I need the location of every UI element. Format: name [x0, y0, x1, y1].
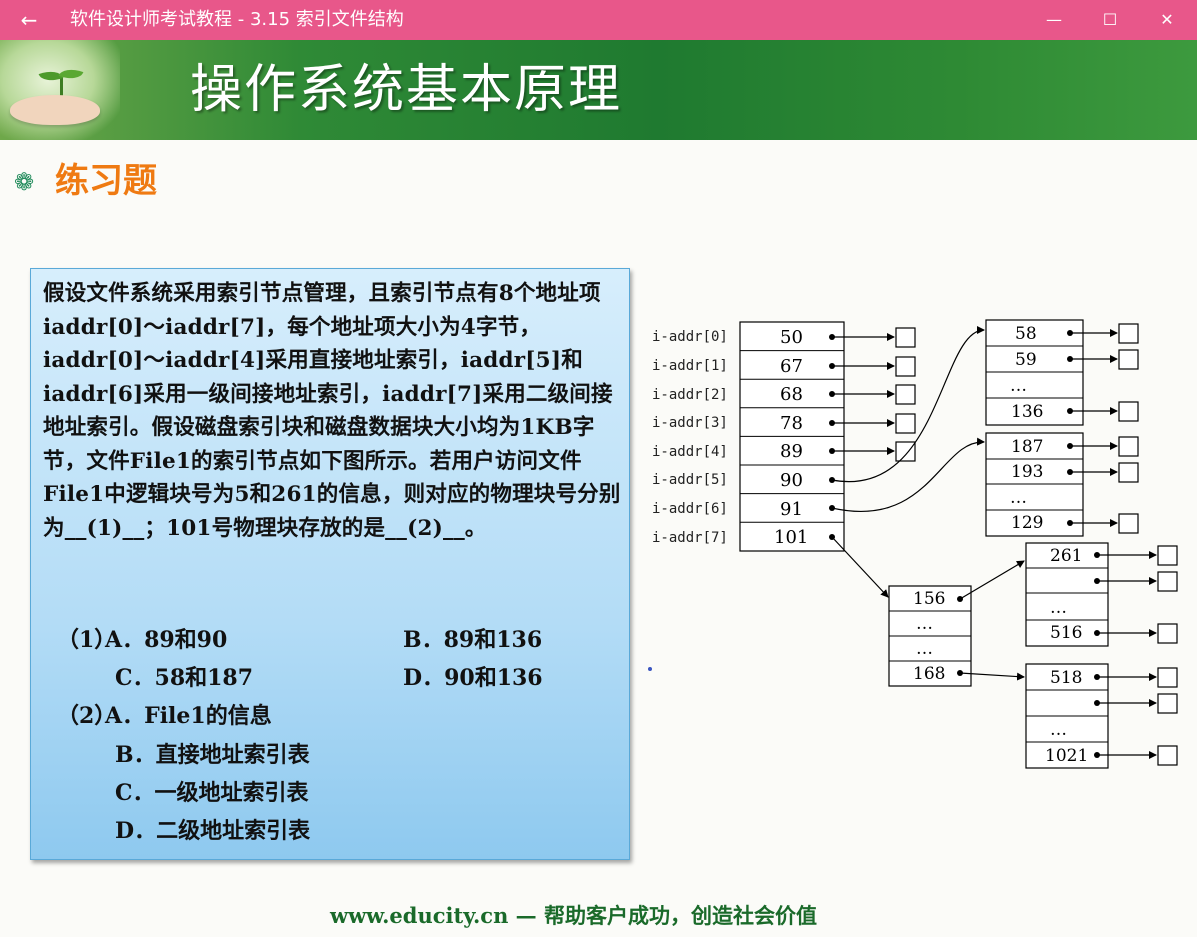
block-entry: 518: [1050, 668, 1082, 688]
block-entry: 59: [1015, 350, 1037, 370]
inode-value: 50: [780, 327, 803, 348]
data-block-icon: [1157, 693, 1178, 714]
option-2a: A．File1的信息: [105, 703, 272, 729]
question-text: 假设文件系统采用索引节点管理，且索引节点有8个地址项iaddr[0]～iaddr…: [43, 281, 621, 541]
close-icon[interactable]: ✕: [1160, 10, 1174, 29]
data-block-icon: [895, 413, 916, 434]
flower-bullet-icon: ❁: [13, 168, 35, 196]
block-entry: …: [1010, 376, 1027, 396]
data-block-icon: [1118, 462, 1139, 483]
data-block-icon: [1118, 323, 1139, 344]
option-1c: C．58和187: [115, 665, 254, 691]
data-block-icon: [895, 384, 916, 405]
back-arrow-icon[interactable]: ←: [20, 8, 38, 32]
block-entry: 129: [1011, 513, 1043, 533]
inode-label: i-addr[5]: [652, 472, 728, 488]
data-block-icon: [1157, 667, 1178, 688]
inode-table: i-addr[0] i-addr[1] i-addr[2] i-addr[3] …: [652, 321, 985, 598]
minimize-icon[interactable]: —: [1046, 10, 1062, 29]
index-block-101: 156 … … 168: [888, 560, 1025, 687]
option-1a: A．89和90: [105, 627, 228, 653]
block-entry: 1021: [1045, 746, 1088, 766]
block-entry: …: [916, 614, 933, 634]
part2-label: （2）: [57, 703, 117, 729]
inode-label: i-addr[7]: [652, 530, 728, 546]
block-entry: …: [1050, 720, 1067, 740]
block-entry: 156: [913, 589, 945, 609]
inode-value: 90: [780, 470, 803, 491]
inode-value: 78: [780, 413, 803, 434]
data-block-icon: [1157, 545, 1178, 566]
data-block-icon: [1157, 745, 1178, 766]
data-block-icon: [1118, 436, 1139, 457]
inode-label: i-addr[6]: [652, 501, 728, 517]
inode-label: i-addr[3]: [652, 415, 728, 431]
inode-label: i-addr[4]: [652, 444, 728, 460]
block-entry: …: [1010, 488, 1027, 508]
index-block-129: 187 193 … 129: [985, 432, 1139, 537]
data-block-icon: [1118, 349, 1139, 370]
inode-label: i-addr[2]: [652, 387, 728, 403]
option-1b: B．89和136: [403, 627, 543, 653]
part1-label: （1）: [57, 627, 117, 653]
option-1d: D．90和136: [403, 665, 543, 691]
sprout-stem-icon: [60, 78, 63, 100]
data-block-icon: [1157, 623, 1178, 644]
block-entry: 261: [1050, 546, 1082, 566]
slide-banner: 操作系统基本原理: [0, 40, 1197, 140]
block-entry: …: [1050, 598, 1067, 618]
data-block-icon: [895, 327, 916, 348]
footer-slogan: www.educity.cn — 帮助客户成功，创造社会价值: [330, 903, 817, 928]
inode-value: 101: [774, 527, 808, 548]
option-2b: B．直接地址索引表: [115, 742, 310, 768]
option-2d: D．二级地址索引表: [115, 818, 311, 844]
section-title: 练习题: [55, 161, 157, 201]
inode-label: i-addr[0]: [652, 329, 728, 345]
block-entry: 136: [1011, 402, 1043, 422]
data-block-icon: [1118, 513, 1139, 534]
index-block-156: 261 … 516: [1025, 542, 1178, 647]
block-entry: 58: [1015, 324, 1037, 344]
hand-image: [10, 95, 100, 125]
block-entry: 516: [1050, 623, 1082, 643]
inode-label: i-addr[1]: [652, 358, 728, 374]
data-block-icon: [895, 441, 916, 462]
data-block-icon: [1118, 401, 1139, 422]
cursor-dot: [648, 667, 652, 671]
index-block-168: 518 … 1021: [1025, 663, 1178, 769]
question-box: 假设文件系统采用索引节点管理，且索引节点有8个地址项iaddr[0]～iaddr…: [30, 268, 630, 860]
block-entry: …: [916, 639, 933, 659]
window-titlebar: ← 软件设计师考试教程 - 3.15 索引文件结构 — ☐ ✕: [0, 0, 1197, 40]
option-2c: C．一级地址索引表: [115, 780, 309, 806]
inode-value: 67: [780, 356, 803, 377]
block-entry: 193: [1011, 462, 1043, 482]
data-block-icon: [895, 356, 916, 377]
inode-value: 91: [780, 499, 803, 520]
index-block-136: 58 59 … 136: [985, 319, 1139, 426]
data-block-icon: [1157, 571, 1178, 592]
banner-title: 操作系统基本原理: [190, 60, 623, 120]
maximize-icon[interactable]: ☐: [1102, 10, 1118, 29]
inode-value: 68: [780, 384, 803, 405]
window-title: 软件设计师考试教程 - 3.15 索引文件结构: [70, 9, 404, 30]
inode-diagram: i-addr[0] i-addr[1] i-addr[2] i-addr[3] …: [652, 319, 1178, 769]
block-entry: 168: [913, 664, 945, 684]
inode-value: 89: [780, 441, 803, 462]
block-entry: 187: [1011, 437, 1043, 457]
